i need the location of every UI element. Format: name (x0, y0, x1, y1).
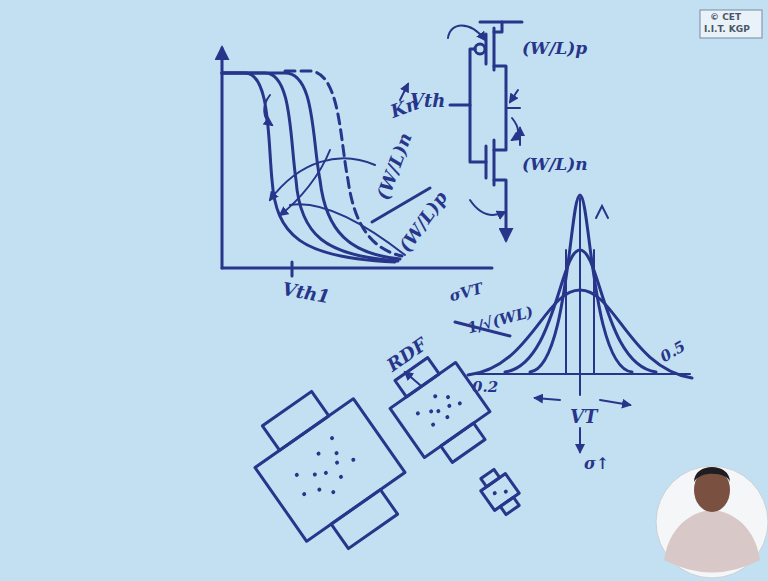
mean-line (579, 198, 581, 395)
up-arrow (519, 128, 521, 145)
curve-arrow (448, 26, 485, 41)
x-axis (222, 267, 492, 270)
handwritten-label: 0.5 (658, 339, 688, 365)
output-wire (494, 66, 506, 150)
output-stub (506, 107, 520, 109)
ground-wire (494, 180, 506, 240)
spread-arrow (535, 398, 560, 400)
y-axis (221, 48, 224, 268)
tick-mark (596, 206, 608, 218)
handwritten-label: (W/L)n (522, 156, 588, 173)
handwritten-label: VT (570, 408, 597, 426)
pointer-arrow (405, 372, 420, 385)
large-transistor (238, 374, 422, 566)
handwritten-label: (W/L)p (396, 188, 450, 255)
nmos-channel (493, 140, 496, 185)
transfer-curve-dashed (285, 71, 402, 256)
curve-arrow (470, 200, 505, 215)
marker-line (565, 250, 567, 374)
handwritten-label: Vth1 (281, 280, 331, 306)
curve-arrow (512, 118, 518, 140)
down-arrow (579, 428, 581, 452)
marker-line (593, 250, 595, 374)
shift-arrow (270, 158, 375, 200)
spread-arrow (600, 400, 630, 405)
curve-arrow (264, 95, 272, 125)
pointer-arrow (510, 90, 518, 102)
axis-tick (291, 262, 294, 276)
handwritten-label: 1/√(WL) (466, 305, 535, 337)
handwritten-label: (W/L)n (374, 131, 415, 203)
pmos-channel (493, 28, 496, 70)
handwritten-label: 0.2 (472, 380, 498, 395)
logo-box (700, 10, 762, 38)
input-wire (450, 104, 470, 107)
handwritten-label: σ↑ (584, 456, 609, 472)
handwritten-label: σVT (448, 281, 485, 304)
watermark-text: I.I.T. KGP (704, 25, 750, 34)
gate-wire (470, 49, 486, 162)
watermark-text: © CET (710, 13, 741, 22)
handwritten-label: RDF (384, 335, 430, 375)
presenter-inset (656, 466, 768, 578)
handwritten-label: Vth (410, 92, 445, 110)
handwritten-label: (W/L)p (522, 40, 587, 57)
small-transistor (475, 465, 525, 518)
transfer-curve (222, 73, 400, 259)
